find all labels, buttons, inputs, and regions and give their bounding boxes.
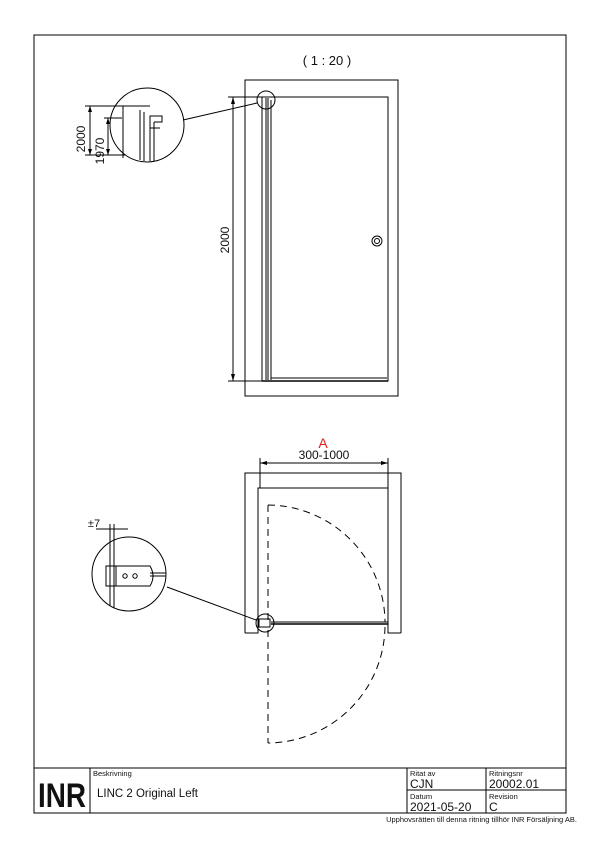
- dim-arrow: [106, 149, 110, 155]
- detail-callout-top: [256, 90, 276, 110]
- detail-circle-plan: [91, 536, 167, 612]
- plan-hinge: [258, 618, 271, 628]
- revision-value: C: [489, 800, 498, 814]
- plan-detail-screw: [132, 573, 138, 579]
- swing-arc-outward: [267, 626, 386, 744]
- scale-label: ( 1 : 20 ): [303, 53, 351, 68]
- dim-arrow: [106, 118, 110, 124]
- detail-leader-plan: [166, 586, 257, 621]
- dim-arrow: [88, 149, 92, 155]
- drawn-by-value: CJN: [410, 777, 433, 791]
- detail-dim-outer: 2000: [74, 125, 88, 152]
- detail-cap: [149, 115, 163, 123]
- elevation-height-dim: 2000: [218, 226, 232, 253]
- logo: INR: [38, 777, 86, 815]
- description-label: Beskrivning: [93, 769, 132, 778]
- detail-leader-top: [182, 102, 258, 121]
- dim-arrow: [381, 461, 388, 465]
- door-handle: [371, 235, 383, 247]
- plan-niche-outer: [244, 472, 402, 633]
- title-block: [34, 767, 566, 813]
- date-label: Datum: [410, 792, 432, 801]
- detail-dim-inner: 1970: [93, 137, 107, 164]
- date-value: 2021-05-20: [410, 800, 472, 814]
- plan-detail-screw: [122, 573, 128, 579]
- plan-width-dim: 300-1000: [299, 448, 350, 462]
- plan-marker-a: A: [318, 435, 328, 451]
- drawing-no-label: Ritningsnr: [489, 769, 523, 778]
- elevation-view: [85, 79, 399, 397]
- dim-arrow: [231, 97, 235, 104]
- plan-detail-bracket: [105, 565, 117, 587]
- door-handle-inner: [374, 238, 380, 244]
- plan-view: [91, 458, 402, 744]
- plan-detail-hinge-body: [116, 565, 154, 587]
- plan-tolerance-dim: ±7: [88, 518, 100, 530]
- dim-arrow: [231, 374, 235, 381]
- revision-label: Revision: [489, 792, 518, 801]
- door-frame: [261, 96, 389, 382]
- copyright-notice: Upphovsrätten till denna ritning tillhör…: [386, 815, 577, 824]
- sheet-border: [33, 34, 567, 814]
- drawing-no-value: 20002.01: [489, 777, 539, 791]
- dim-arrow: [260, 461, 267, 465]
- detail-circle-top: [109, 87, 185, 163]
- wall-opening-outer: [244, 79, 399, 397]
- drawn-by-label: Ritat av: [410, 769, 436, 778]
- swing-arc-inward: [267, 504, 386, 623]
- description-value: LINC 2 Original Left: [97, 788, 199, 800]
- plan-niche-inner: [245, 487, 401, 634]
- detail-callout-plan: [255, 613, 275, 633]
- dim-arrow: [88, 106, 92, 112]
